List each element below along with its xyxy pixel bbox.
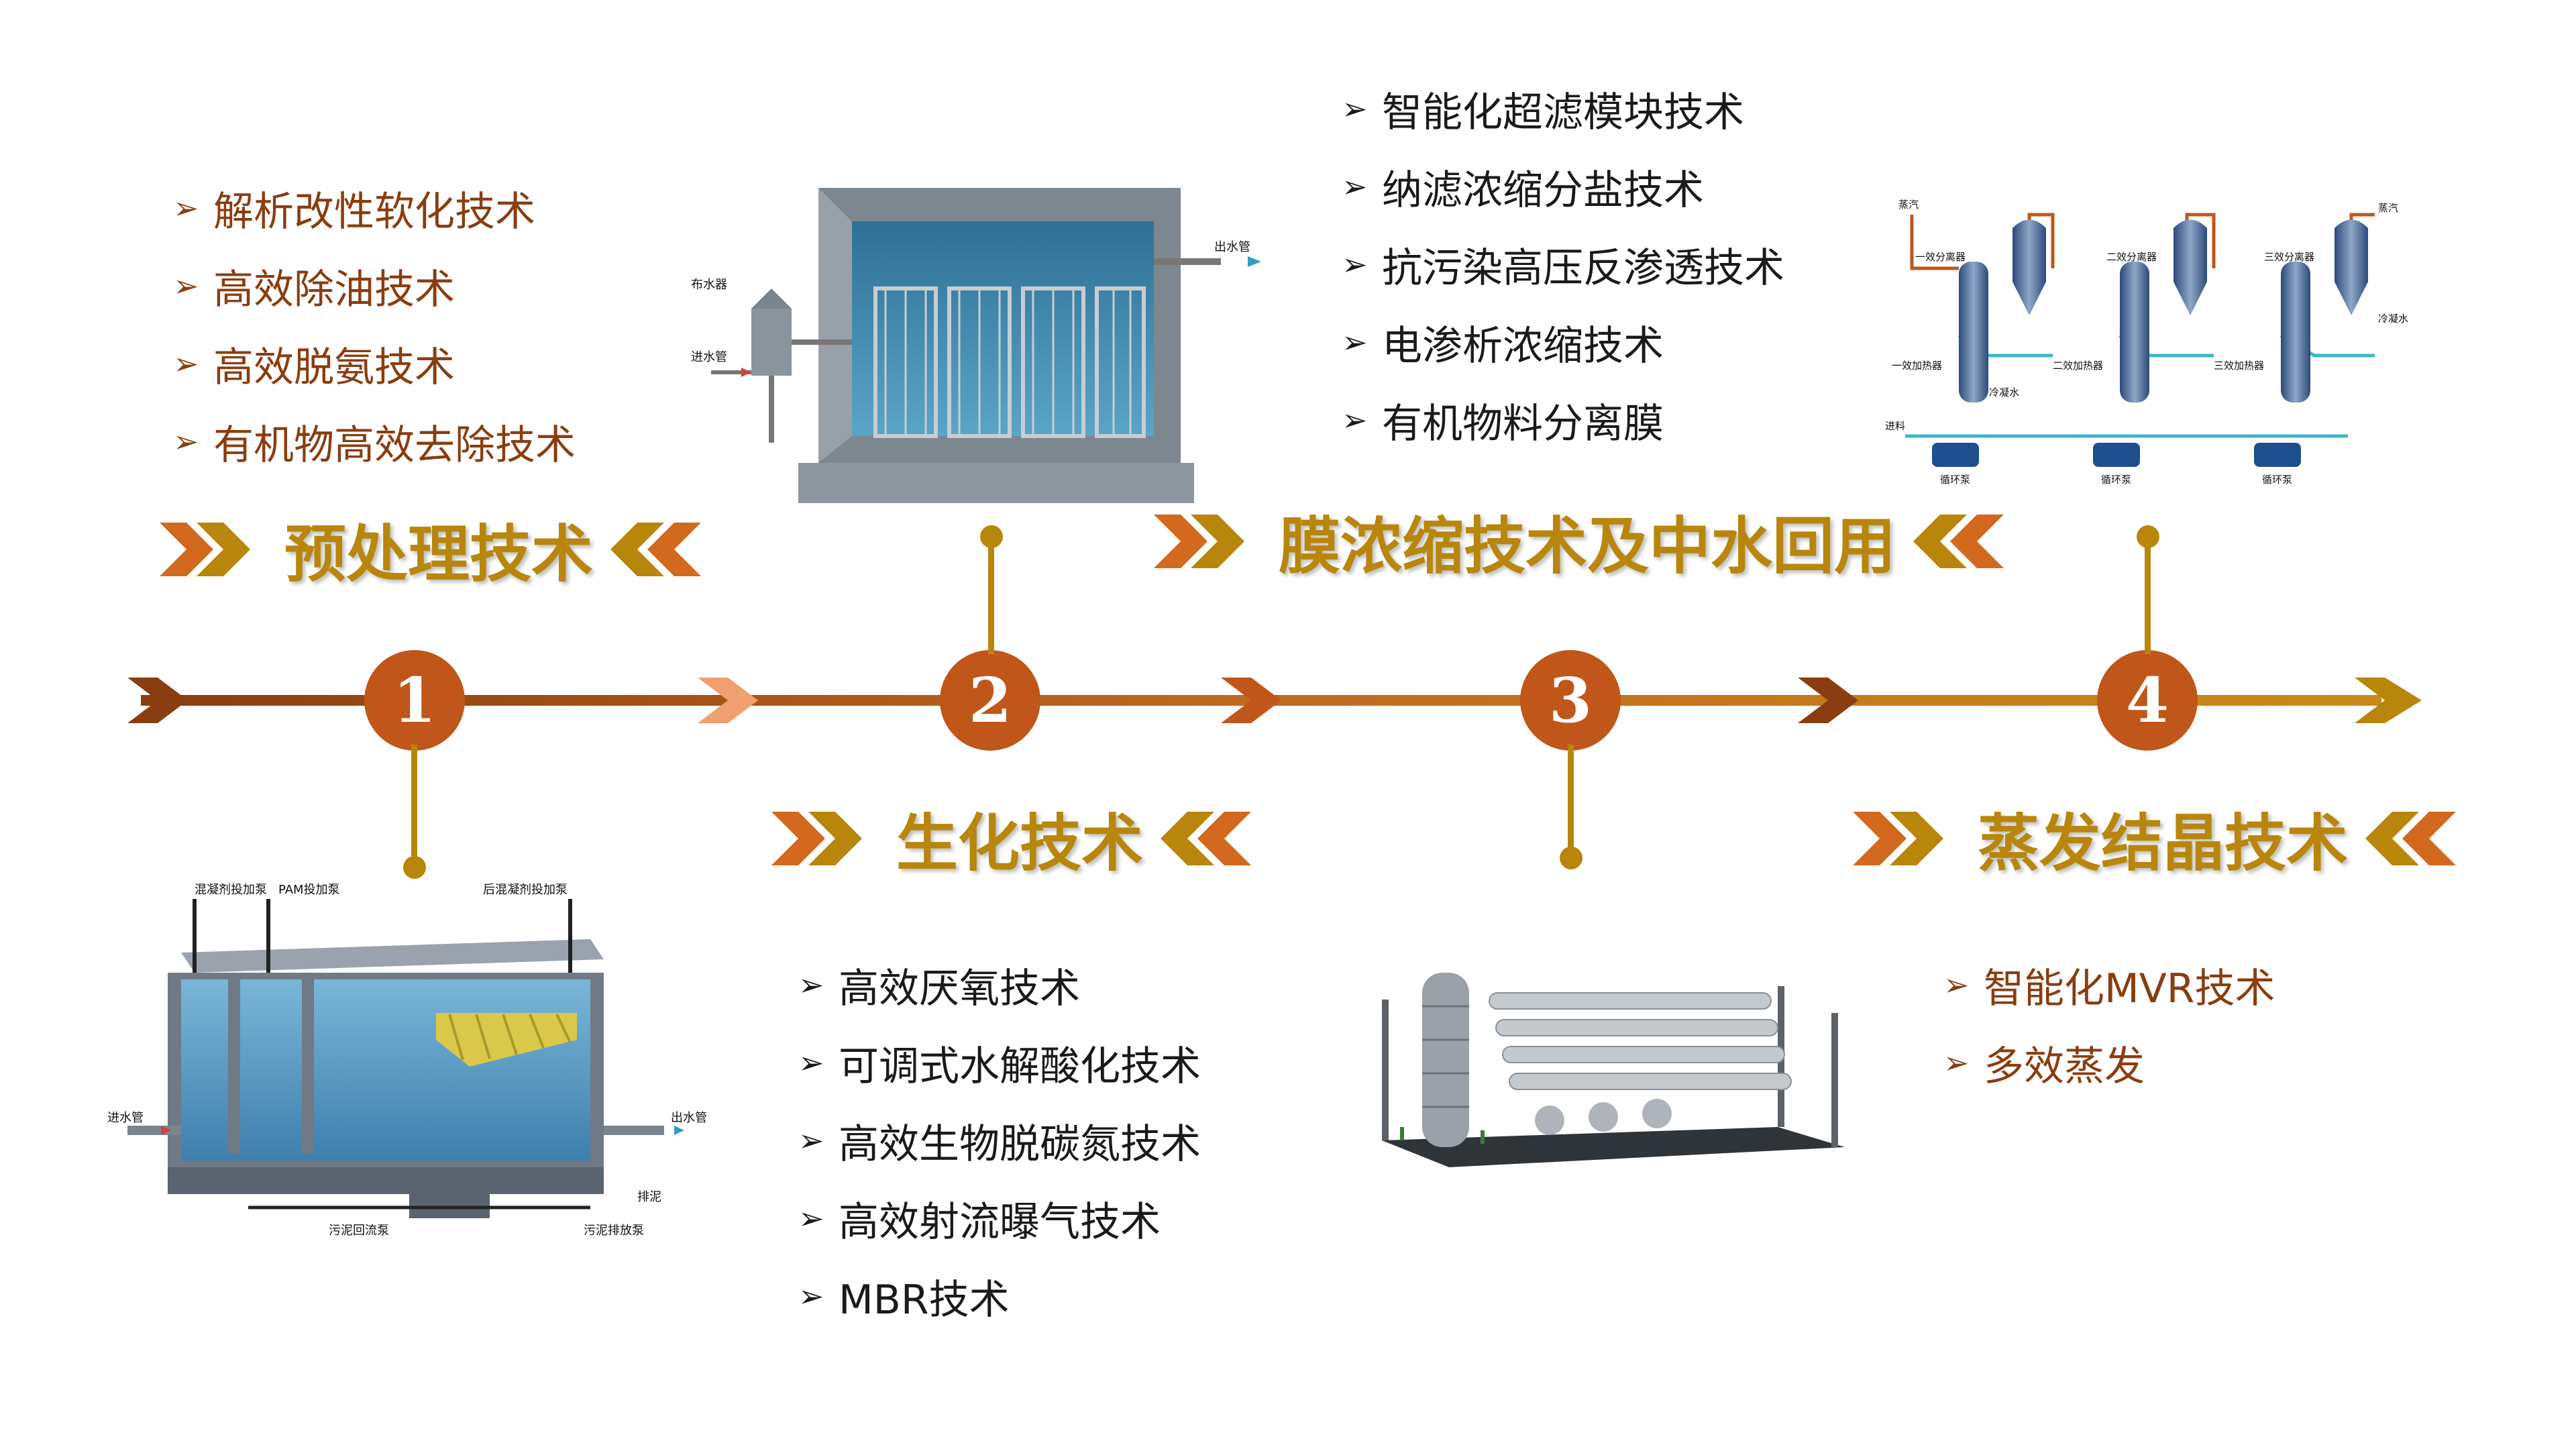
list-item: ➢解析改性软化技术	[173, 188, 535, 235]
bullet-arrow-icon: ➢	[798, 1278, 824, 1314]
bullet-arrow-icon: ➢	[798, 967, 824, 1003]
bullet-arrow-icon: ➢	[1342, 324, 1368, 360]
list-item: ➢智能化超滤模块技术	[1342, 89, 1744, 136]
chevron-left-icon	[2365, 805, 2473, 872]
evaporator-illustration: 一效分离器 二效分离器 三效分离器 一效加热器 二效加热器 三效加热器 蒸汽 蒸…	[1885, 199, 2408, 486]
list-item: ➢智能化MVR技术	[1943, 965, 2275, 1012]
bullet-arrow-icon: ➢	[798, 1122, 824, 1159]
stage-3-node: 3	[1520, 650, 1621, 751]
stage-4-connector	[2145, 537, 2151, 654]
list-item: ➢纳滤浓缩分盐技术	[1342, 166, 1704, 214]
chevron-left-icon	[1913, 508, 2021, 575]
evap-heat3-label: 三效加热器	[2214, 360, 2264, 372]
tank-pump1-label: 混凝剂投加泵	[195, 883, 267, 897]
stage-4-node: 4	[2097, 650, 2198, 751]
stage-4-connector-dot	[2137, 525, 2159, 548]
bullet-arrow-icon: ➢	[798, 1044, 824, 1081]
list-item: ➢可调式水解酸化技术	[798, 1042, 1201, 1090]
bio-distributor-label: 布水器	[691, 278, 727, 292]
bullet-arrow-icon: ➢	[1342, 246, 1368, 282]
stage-2-connector-dot	[980, 525, 1003, 548]
list-item: ➢抗污染高压反渗透技术	[1342, 244, 1784, 292]
evap-heat1-label: 一效加热器	[1892, 360, 1942, 372]
evap-sep1-label: 一效分离器	[1915, 251, 1966, 263]
tank-pump3-label: 后混凝剂投加泵	[483, 883, 568, 897]
bullet-arrow-icon: ➢	[1342, 402, 1368, 438]
stage-2-heading: 生化技术	[771, 794, 1268, 883]
evap-sep2-label: 二效分离器	[2106, 251, 2157, 263]
chevron-right-icon	[771, 805, 879, 872]
stage-2-node: 2	[940, 650, 1040, 751]
bullet-arrow-icon: ➢	[798, 1200, 824, 1236]
bio-inlet-label: 进水管	[691, 350, 727, 364]
stage-1-connector	[411, 745, 417, 865]
tank-drain-label: 排泥	[637, 1190, 661, 1204]
stage-4-heading: 蒸发结晶技术	[1853, 794, 2473, 883]
evap-steam-in-label: 蒸汽	[1898, 199, 1919, 211]
stage-1-title: 预处理技术	[284, 519, 594, 590]
list-item: ➢有机物高效去除技术	[173, 421, 576, 469]
chevron-right-icon	[160, 516, 267, 583]
evap-heat2-label: 二效加热器	[2053, 360, 2103, 372]
evap-pump1-label: 循环泵	[1940, 474, 1970, 486]
tank-sludge-return-label: 污泥回流泵	[329, 1224, 389, 1238]
evap-steam-out-label: 蒸汽	[2378, 202, 2398, 214]
list-item: ➢高效除油技术	[173, 266, 455, 313]
list-item: ➢多效蒸发	[1943, 1042, 2145, 1090]
chevron-right-icon	[1853, 805, 1960, 872]
evap-cool-water-label: 冷凝水	[1989, 386, 2019, 398]
stage-1-connector-dot	[403, 856, 426, 879]
tank-sludge-drain-label: 污泥排放泵	[584, 1224, 644, 1238]
list-item: ➢MBR技术	[798, 1276, 1010, 1324]
stage-1-node: 1	[364, 650, 465, 751]
stage-3-connector-dot	[1560, 847, 1582, 869]
evap-condensate-label: 冷凝水	[2378, 313, 2408, 325]
stage-3-connector	[1568, 745, 1574, 855]
tank-pump2-label: PAM投加泵	[278, 883, 340, 897]
stage-3-title: 膜浓缩技术及中水回用	[1279, 511, 1896, 582]
bullet-arrow-icon: ➢	[1943, 1044, 1970, 1081]
stage-2-items: ➢高效厌氧技术 ➢可调式水解酸化技术 ➢高效生物脱碳氮技术 ➢高效射流曝气技术 …	[798, 946, 1201, 1335]
stage-4-title: 蒸发结晶技术	[1978, 808, 2349, 879]
bullet-arrow-icon: ➢	[173, 423, 199, 460]
bullet-arrow-icon: ➢	[1342, 91, 1368, 127]
stage-3-items: ➢智能化超滤模块技术 ➢纳滤浓缩分盐技术 ➢抗污染高压反渗透技术 ➢电渗析浓缩技…	[1342, 70, 1784, 459]
list-item: ➢高效生物脱碳氮技术	[798, 1120, 1201, 1168]
evap-sep3-label: 三效分离器	[2264, 251, 2314, 263]
stage-2-connector	[988, 537, 994, 654]
bullet-arrow-icon: ➢	[1342, 168, 1368, 205]
pretreatment-tank-illustration: 进水管 出水管 混凝剂投加泵 PAM投加泵 后混凝剂投加泵 污泥回流泵 污泥排放…	[107, 883, 707, 1238]
bullet-arrow-icon: ➢	[173, 190, 199, 226]
list-item: ➢高效厌氧技术	[798, 965, 1080, 1012]
bullet-arrow-icon: ➢	[173, 345, 199, 382]
bullet-arrow-icon: ➢	[173, 268, 199, 304]
list-item: ➢有机物料分离膜	[1342, 400, 1664, 447]
chevron-left-icon	[1161, 805, 1268, 872]
list-item: ➢电渗析浓缩技术	[1342, 322, 1664, 370]
bullet-arrow-icon: ➢	[1943, 967, 1970, 1003]
stage-2-title: 生化技术	[896, 808, 1144, 879]
evap-pump3-label: 循环泵	[2262, 474, 2292, 486]
evap-feed-label: 进料	[1885, 420, 1905, 432]
bio-outlet-label: 出水管	[1214, 240, 1250, 254]
chevron-right-icon	[1154, 508, 1261, 575]
list-item: ➢高效射流曝气技术	[798, 1198, 1161, 1246]
membrane-skid-illustration	[1382, 973, 1845, 1167]
tank-outlet-label: 出水管	[671, 1111, 707, 1125]
stage-3-heading: 膜浓缩技术及中水回用	[1154, 496, 2021, 586]
chevron-left-icon	[610, 516, 718, 583]
stage-1-items: ➢解析改性软化技术 ➢高效除油技术 ➢高效脱氨技术 ➢有机物高效去除技术	[173, 169, 576, 480]
bio-reactor-illustration: 布水器 进水管 出水管	[691, 188, 1261, 503]
evap-pump2-label: 循环泵	[2101, 474, 2131, 486]
stage-1-heading: 预处理技术	[160, 504, 718, 594]
timeline-arrow	[127, 678, 2422, 723]
list-item: ➢高效脱氨技术	[173, 343, 455, 391]
stage-4-items: ➢智能化MVR技术 ➢多效蒸发	[1943, 946, 2275, 1102]
tank-inlet-label: 进水管	[107, 1111, 144, 1125]
